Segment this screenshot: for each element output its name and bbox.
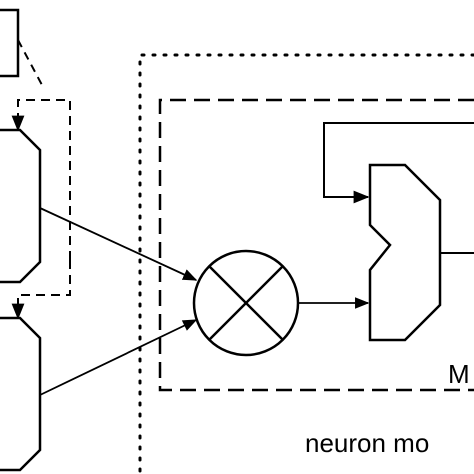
inner-box-label: M — [448, 359, 470, 389]
adder-block — [368, 163, 442, 342]
outer-dotted-box — [138, 53, 474, 474]
dashed-connector-top — [17, 39, 43, 86]
arrow-upper-to-multiplier — [39, 207, 198, 281]
processing-block-upper — [0, 128, 42, 284]
arrow-lower-to-multiplier — [39, 319, 198, 396]
processing-block-lower — [0, 316, 42, 472]
inner-dashed-box — [158, 98, 474, 392]
outer-box-label: neuron mo — [305, 428, 429, 458]
input-block-top — [0, 8, 20, 78]
multiplier-node — [192, 249, 300, 357]
feedback-loop — [323, 122, 474, 204]
dashed-connector-loop-1 — [11, 99, 71, 260]
dashed-connector-loop-2 — [11, 260, 71, 320]
